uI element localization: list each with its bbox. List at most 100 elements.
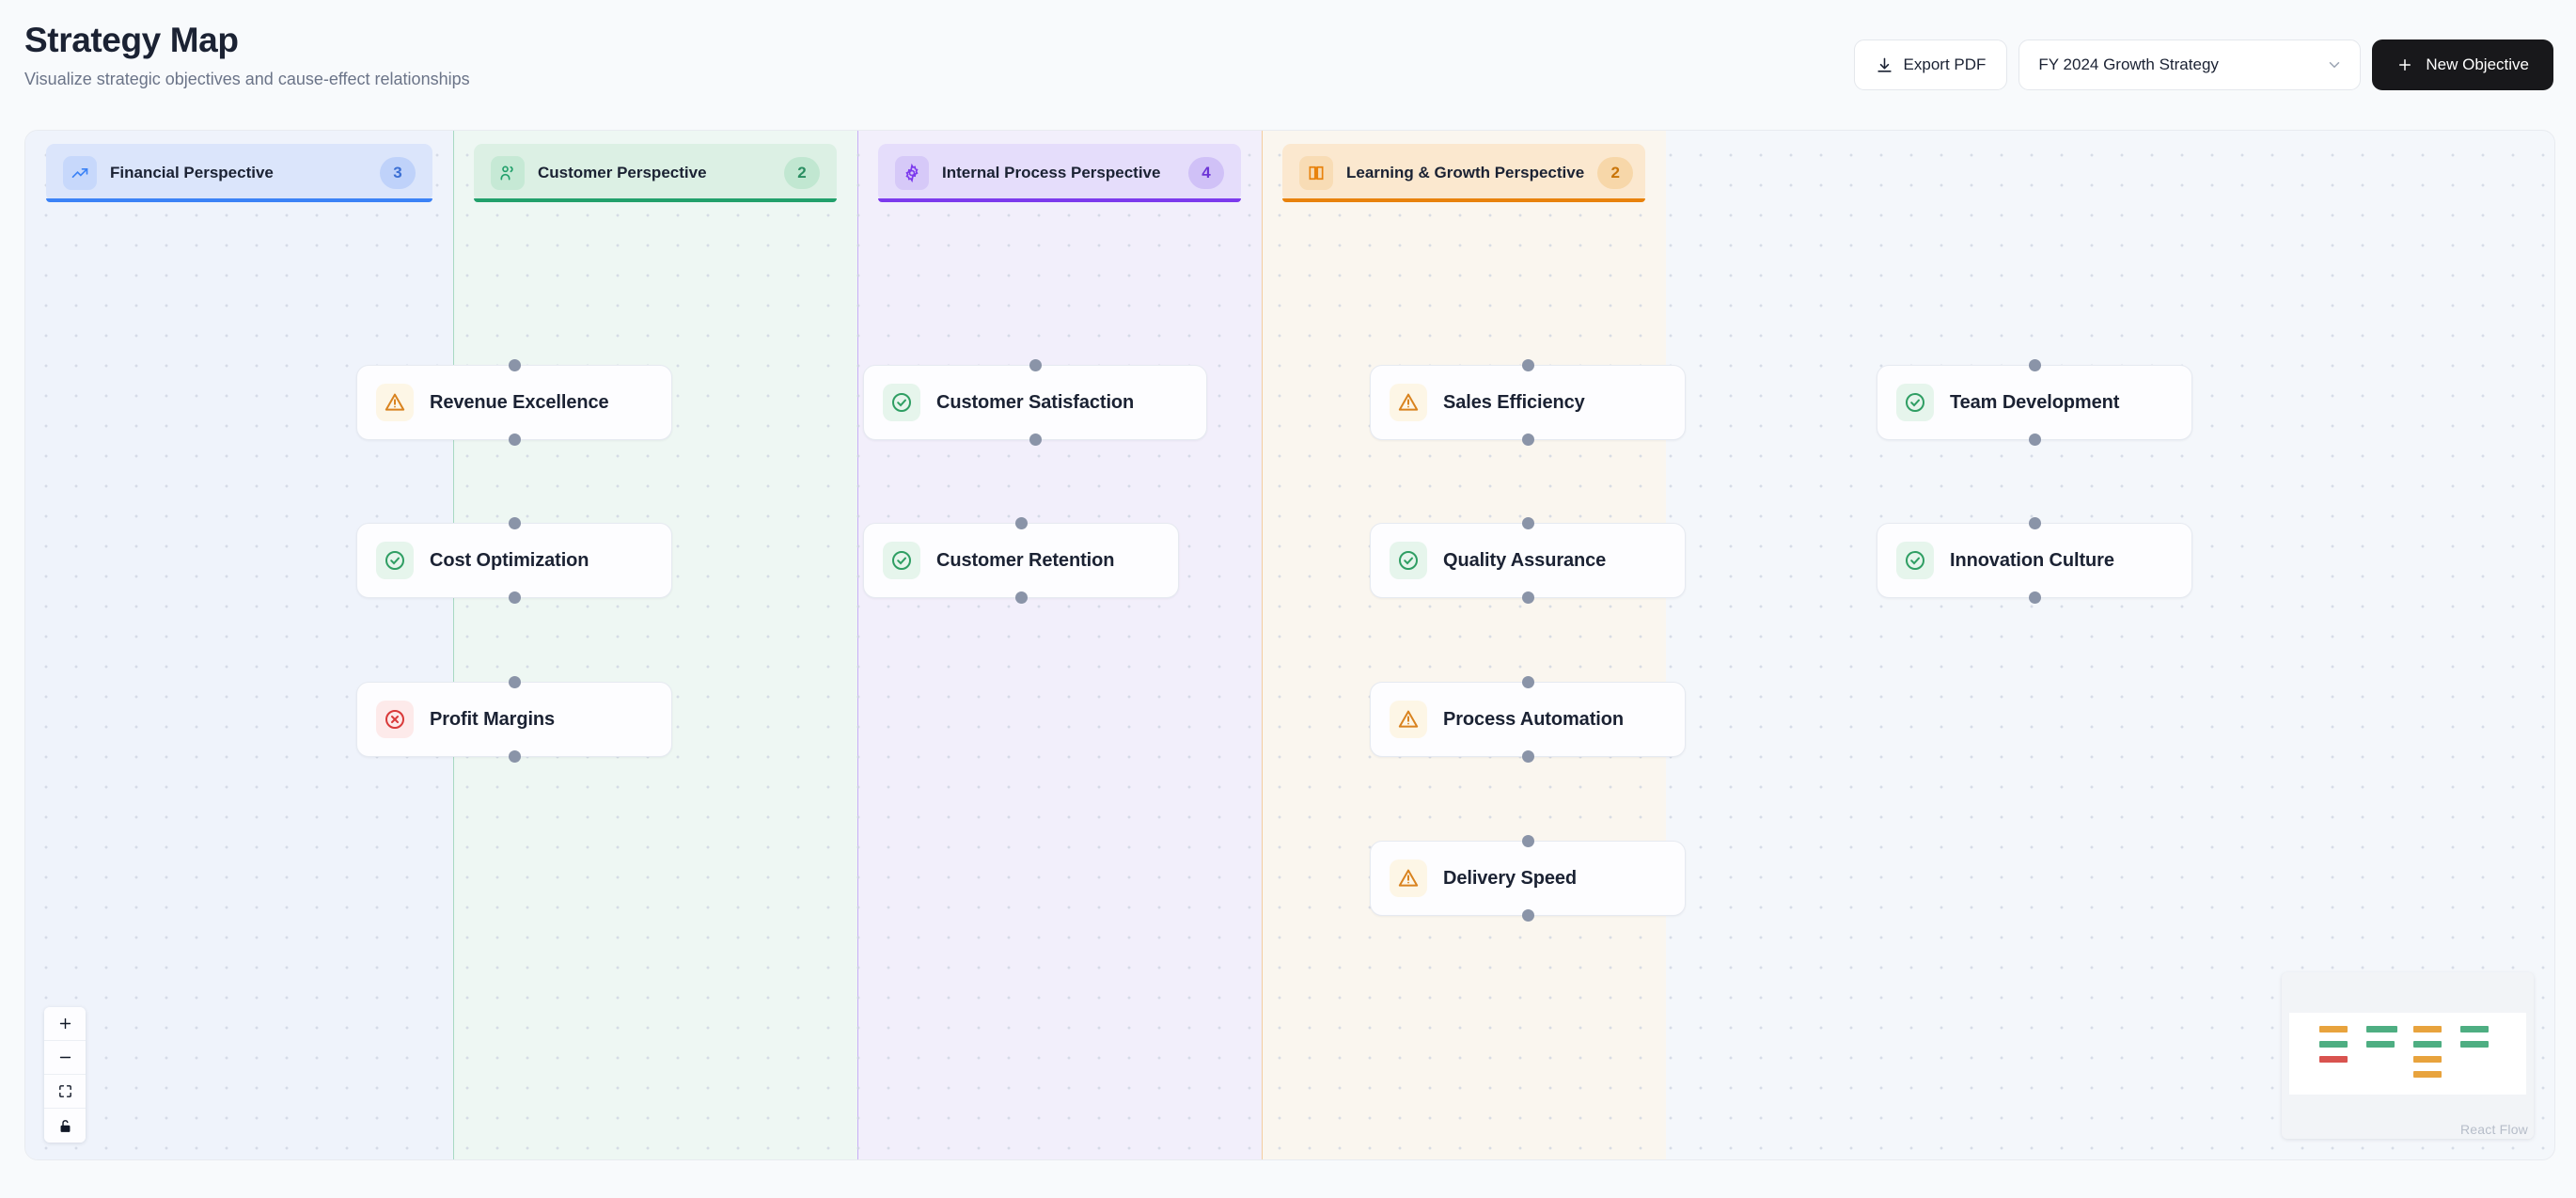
objective-node-label: Team Development [1950,391,2120,413]
perspective-count-badge: 2 [784,157,820,189]
node-handle-top[interactable] [508,676,521,688]
node-handle-top[interactable] [2028,517,2041,529]
canvas-grid [25,131,2554,1159]
node-handle-top[interactable] [1029,359,1042,371]
objective-node-sales-efficiency[interactable]: Sales Efficiency [1370,359,1686,446]
plus-icon [57,1016,73,1032]
strategy-select-value: FY 2024 Growth Strategy [2038,55,2219,73]
perspective-lane-learning-growth [1262,131,1666,1159]
perspective-label: Internal Process Perspective [942,164,1161,181]
fit-view-icon [57,1083,73,1099]
minimap-node [2413,1041,2442,1048]
minus-icon [57,1049,73,1065]
objective-node-revenue-excellence[interactable]: Revenue Excellence [356,359,672,446]
objective-node-label: Revenue Excellence [430,391,609,413]
minimap-node [2413,1071,2442,1078]
node-handle-bottom[interactable] [1521,591,1534,604]
zoom-in-button[interactable] [44,1007,86,1041]
node-handle-top[interactable] [1521,517,1534,529]
perspective-label: Learning & Growth Perspective [1346,164,1585,181]
zoom-out-button[interactable] [44,1041,86,1075]
perspective-header-customer[interactable]: Customer Perspective 2 [474,144,837,202]
node-handle-bottom[interactable] [508,591,521,604]
node-handle-bottom[interactable] [508,750,521,763]
node-handle-bottom[interactable] [1521,750,1534,763]
strategy-select[interactable]: FY 2024 Growth Strategy [2018,39,2362,90]
minimap-node [2319,1041,2348,1048]
check-circle-icon [1390,542,1427,579]
minimap[interactable]: React Flow [2282,972,2534,1139]
book-icon [1299,156,1333,190]
node-handle-top[interactable] [2028,359,2041,371]
perspective-count-badge: 2 [1597,157,1634,189]
plus-icon [2396,56,2413,73]
chevron-down-icon [2326,56,2343,73]
objective-node-cost-optimization[interactable]: Cost Optimization [356,517,672,604]
download-icon [1876,56,1893,74]
node-handle-bottom[interactable] [2028,433,2041,446]
page-title: Strategy Map [24,21,239,59]
objective-node-delivery-speed[interactable]: Delivery Speed [1370,835,1686,922]
objective-node-customer-retention[interactable]: Customer Retention [863,517,1179,604]
perspective-lane-financial [25,131,453,1159]
objective-node-label: Profit Margins [430,708,556,730]
objective-node-profit-margins[interactable]: Profit Margins [356,676,672,763]
perspective-label: Financial Perspective [110,164,274,181]
objective-node-customer-satisfaction[interactable]: Customer Satisfaction [863,359,1207,446]
node-handle-top[interactable] [508,517,521,529]
minimap-node [2413,1026,2442,1032]
lane-divider [1262,131,1263,1159]
objective-node-label: Innovation Culture [1950,549,2114,571]
node-handle-bottom[interactable] [1029,433,1042,446]
perspective-lane-customer [453,131,857,1159]
new-objective-button[interactable]: New Objective [2372,39,2553,90]
node-handle-top[interactable] [1521,676,1534,688]
lane-divider [453,131,454,1159]
objective-node-label: Process Automation [1443,708,1624,730]
page-header: Strategy Map Visualize strategic objecti… [0,0,2576,132]
minimap-node [2319,1056,2348,1063]
node-handle-top[interactable] [1521,835,1534,847]
page-subtitle: Visualize strategic objectives and cause… [24,69,470,88]
x-circle-icon [376,701,414,738]
alert-triangle-icon [1390,384,1427,421]
objective-node-label: Customer Satisfaction [936,391,1135,413]
perspective-label: Customer Perspective [538,164,707,181]
trending-up-icon [63,156,97,190]
objective-node-process-automation[interactable]: Process Automation [1370,676,1686,763]
gear-icon [895,156,929,190]
node-handle-bottom[interactable] [508,433,521,446]
objective-node-quality-assurance[interactable]: Quality Assurance [1370,517,1686,604]
minimap-attribution: React Flow [2454,1120,2534,1139]
export-pdf-button[interactable]: Export PDF [1853,39,2008,90]
check-circle-icon [883,542,920,579]
check-circle-icon [1896,542,1934,579]
objective-node-label: Sales Efficiency [1443,391,1585,413]
perspective-header-internal-process[interactable]: Internal Process Perspective 4 [878,144,1241,202]
node-handle-top[interactable] [1521,359,1534,371]
perspective-count-badge: 4 [1188,157,1224,189]
objective-node-label: Quality Assurance [1443,549,1607,571]
lane-divider [857,131,858,1159]
minimap-node [2413,1056,2442,1063]
toggle-interactivity-button[interactable] [44,1109,86,1143]
node-handle-bottom[interactable] [1521,433,1534,446]
minimap-node [2366,1026,2397,1032]
perspective-lane-internal-process [857,131,1262,1159]
node-handle-bottom[interactable] [1521,909,1534,922]
export-pdf-label: Export PDF [1903,55,1987,73]
node-handle-top[interactable] [1014,517,1028,529]
node-handle-bottom[interactable] [2028,591,2041,604]
minimap-node [2366,1041,2395,1048]
node-handle-bottom[interactable] [1014,591,1028,604]
fit-view-button[interactable] [44,1075,86,1109]
minimap-viewport [2289,1013,2526,1095]
objective-node-label: Cost Optimization [430,549,589,571]
objective-node-innovation-culture[interactable]: Innovation Culture [1877,517,2192,604]
perspective-header-learning-growth[interactable]: Learning & Growth Perspective 2 [1282,144,1645,202]
node-handle-top[interactable] [508,359,521,371]
objective-node-team-development[interactable]: Team Development [1877,359,2192,446]
header-titles: Strategy Map Visualize strategic objecti… [24,21,470,89]
